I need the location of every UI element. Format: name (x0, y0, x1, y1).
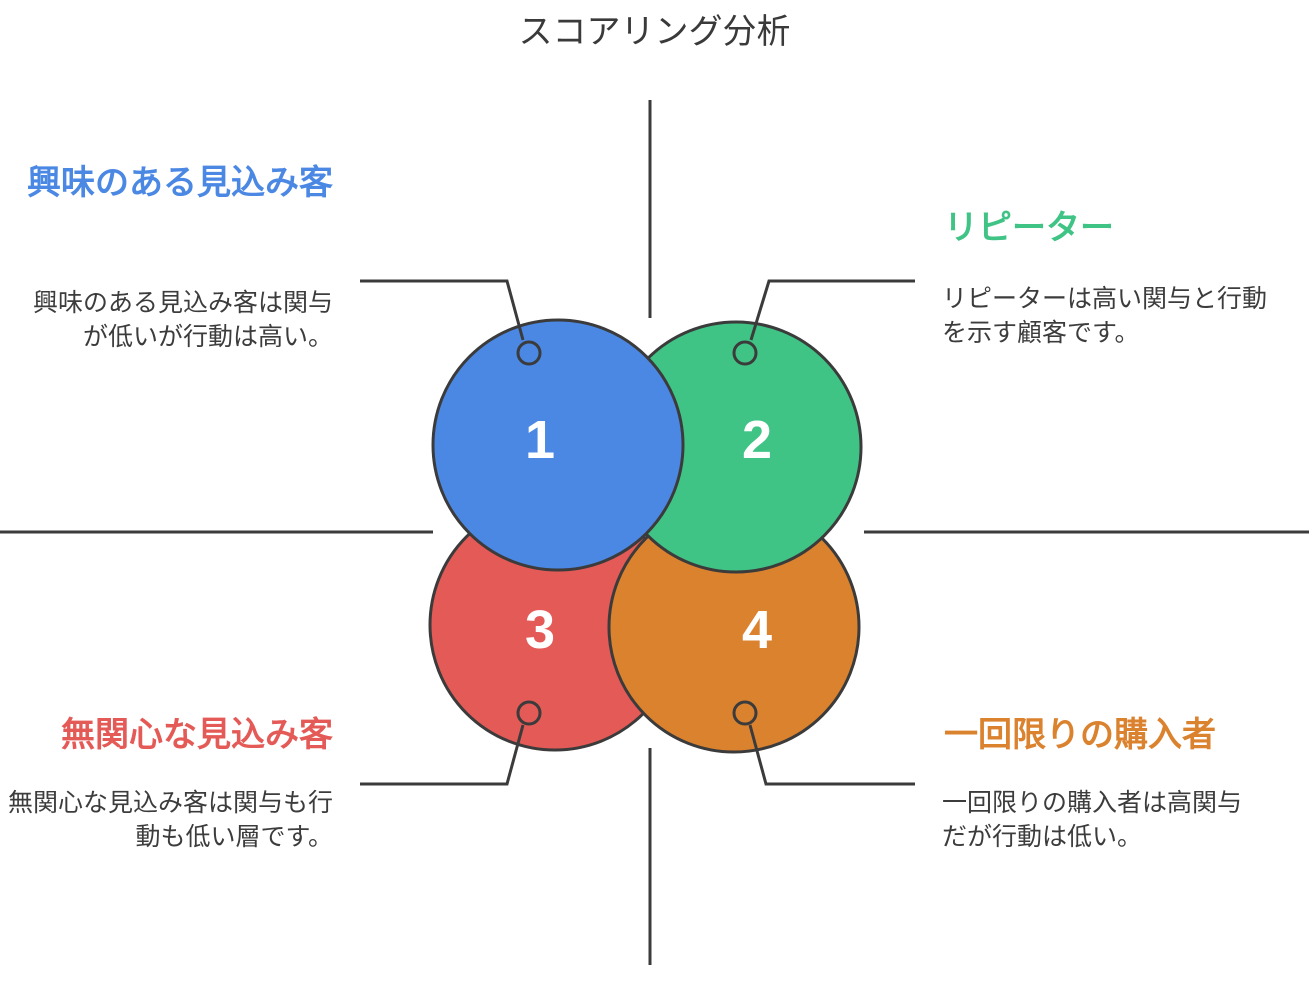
circle-number-4: 4 (742, 600, 772, 660)
heading-2: リピーター (944, 208, 1114, 248)
heading-1: 興味のある見込み客 (27, 163, 333, 203)
connector-dot-1 (516, 340, 542, 366)
connector-1 (360, 279, 525, 341)
circle-number-2: 2 (742, 410, 772, 470)
circle-1 (431, 318, 685, 572)
connector-dot-3 (516, 700, 542, 726)
circle-number-1: 1 (525, 410, 555, 470)
heading-4: 一回限りの購入者 (944, 715, 1216, 755)
circle-number-3: 3 (525, 600, 555, 660)
description-2: リピーターは高い関与と行動を示す顧客です。 (942, 284, 1268, 347)
connector-3 (360, 724, 525, 786)
connector-dot-4 (732, 700, 758, 726)
heading-3: 無関心な見込み客 (61, 715, 333, 755)
connector-2 (749, 279, 915, 341)
description-4: 一回限りの購入者は高関与だが行動は低い。 (942, 788, 1243, 851)
description-1: 興味のある見込み客は関与が低いが行動は高い。 (32, 288, 333, 351)
connector-dot-2 (732, 340, 758, 366)
description-3: 無関心な見込み客は関与も行動も低い層です。 (7, 788, 333, 851)
page-title: スコアリング分析 (518, 12, 791, 52)
connector-4 (748, 724, 915, 786)
